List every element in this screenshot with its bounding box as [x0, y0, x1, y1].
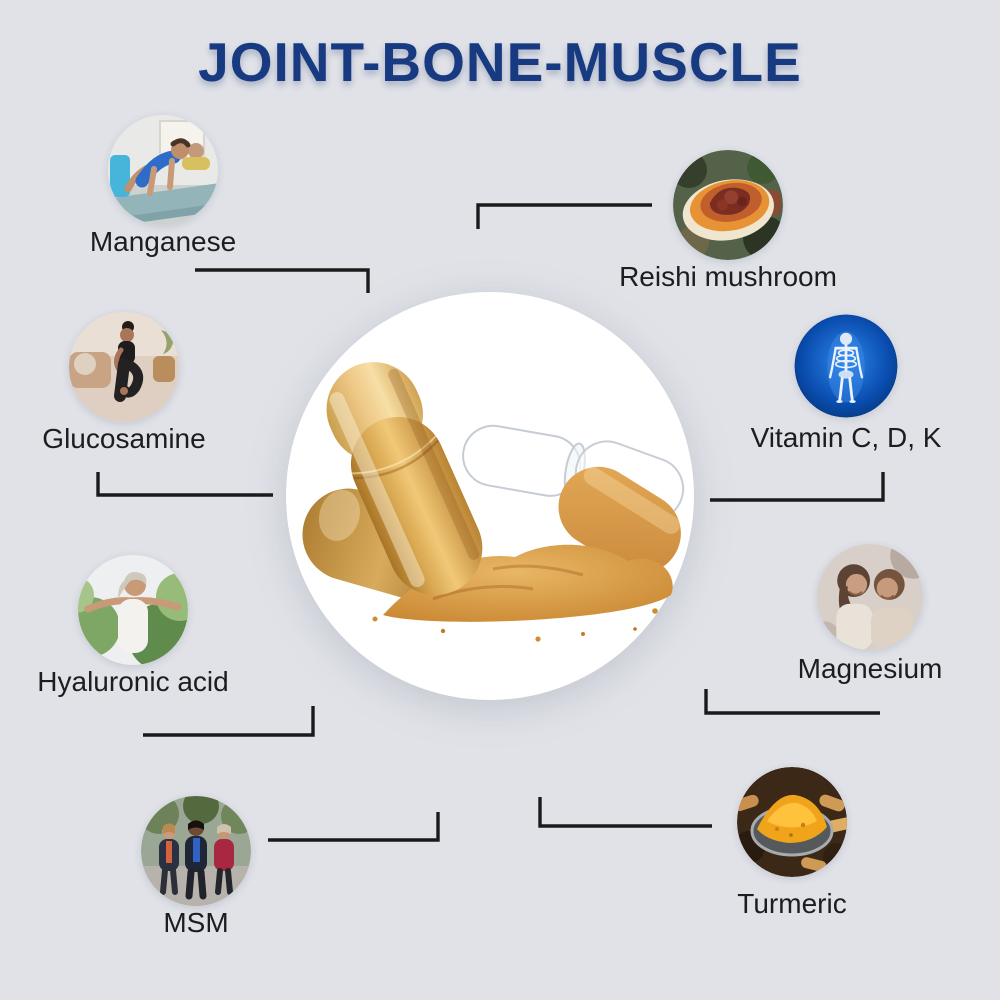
magnesium-connector-line [704, 689, 880, 715]
reishi-mushroom-photo [673, 150, 783, 260]
three-women-walking-photo [141, 796, 251, 906]
turmeric-powder-bowl-photo [737, 767, 847, 877]
ingredient-label-msm: MSM [163, 907, 229, 938]
woman-exercising-yoga-photo [108, 115, 218, 225]
msm-connector-line [268, 812, 440, 842]
ingredient-label-glucosamine: Glucosamine [42, 423, 206, 454]
vitamin-cdk-connector-line [710, 472, 885, 502]
ingredient-label-magnesium: Magnesium [797, 653, 943, 684]
ingredient-label-vitamin-cdk: Vitamin C, D, K [750, 422, 942, 453]
senior-woman-outdoors-photo [78, 555, 188, 665]
page-title: JOINT-BONE-MUSCLE [198, 31, 802, 93]
open-capsules-with-orange-powder-photo [286, 292, 694, 700]
hyaluronic-acid-connector-line [143, 706, 315, 737]
reishi-mushroom-connector-line [476, 203, 652, 229]
woman-stretching-home-photo [69, 312, 179, 422]
skeleton-xray-photo [794, 314, 898, 418]
ingredient-label-turmeric: Turmeric [737, 888, 847, 919]
glucosamine-connector-line [96, 472, 273, 497]
two-women-smiling-photo [817, 544, 923, 650]
ingredient-label-manganese: Manganese [89, 226, 237, 257]
ingredient-label-reishi-mushroom: Reishi mushroom [619, 261, 837, 292]
center-capsule-image [283, 289, 697, 703]
turmeric-connector-line [538, 797, 712, 828]
ingredient-label-hyaluronic-acid: Hyaluronic acid [37, 666, 229, 697]
